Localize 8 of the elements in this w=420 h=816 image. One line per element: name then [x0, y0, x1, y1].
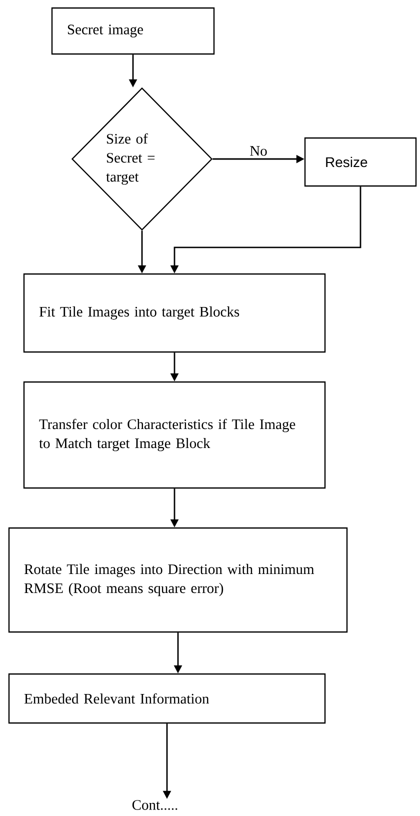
process-box: Transfer color Characteristics if Tile Image to Match target Image Block: [23, 381, 326, 489]
process-box: Secret image: [51, 7, 215, 55]
process-box: Rotate Tile images into Direction with minimum RMSE (Root means square error): [8, 527, 348, 633]
process-box: Fit Tile Images into target Blocks: [23, 273, 326, 353]
process-box: Embeded Relevant Information: [8, 673, 326, 724]
process-box: Resize: [304, 137, 417, 187]
continuation-text: Cont.....: [132, 800, 178, 810]
edge-label: No: [248, 145, 268, 157]
